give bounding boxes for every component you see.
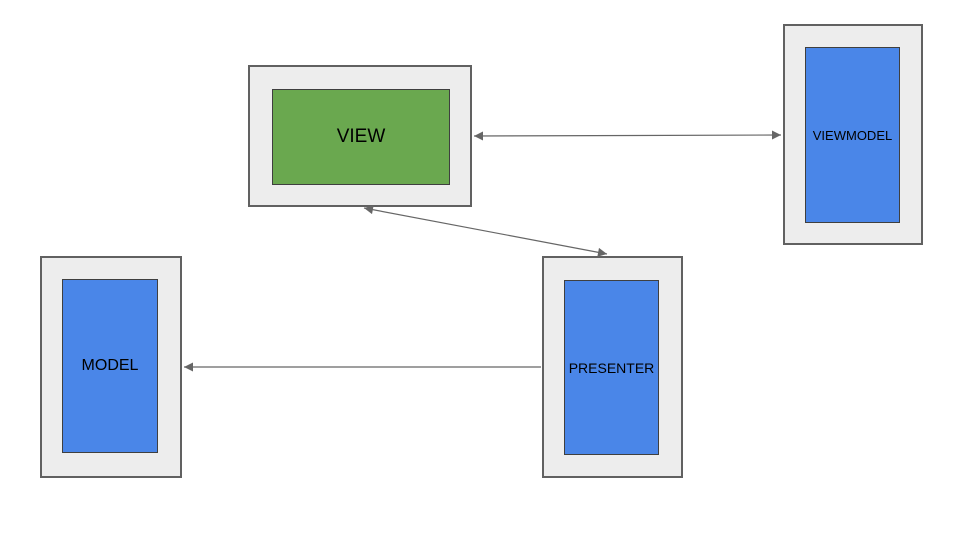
node-model: MODEL: [40, 256, 182, 478]
node-view-shape: VIEW: [272, 89, 450, 185]
edge-view-presenter: [363, 205, 608, 257]
node-presenter: PRESENTER: [542, 256, 683, 478]
node-viewmodel: VIEWMODEL: [783, 24, 923, 245]
node-presenter-label: PRESENTER: [568, 359, 655, 376]
node-model-label: MODEL: [81, 357, 139, 374]
node-viewmodel-shape: VIEWMODEL: [805, 47, 900, 223]
node-model-shape: MODEL: [62, 279, 158, 453]
node-presenter-shape: PRESENTER: [564, 280, 659, 455]
node-view-label: VIEW: [336, 126, 386, 147]
node-viewmodel-label: VIEWMODEL: [812, 127, 893, 143]
edge-view-viewmodel: [473, 130, 782, 141]
node-view: VIEW: [248, 65, 472, 207]
